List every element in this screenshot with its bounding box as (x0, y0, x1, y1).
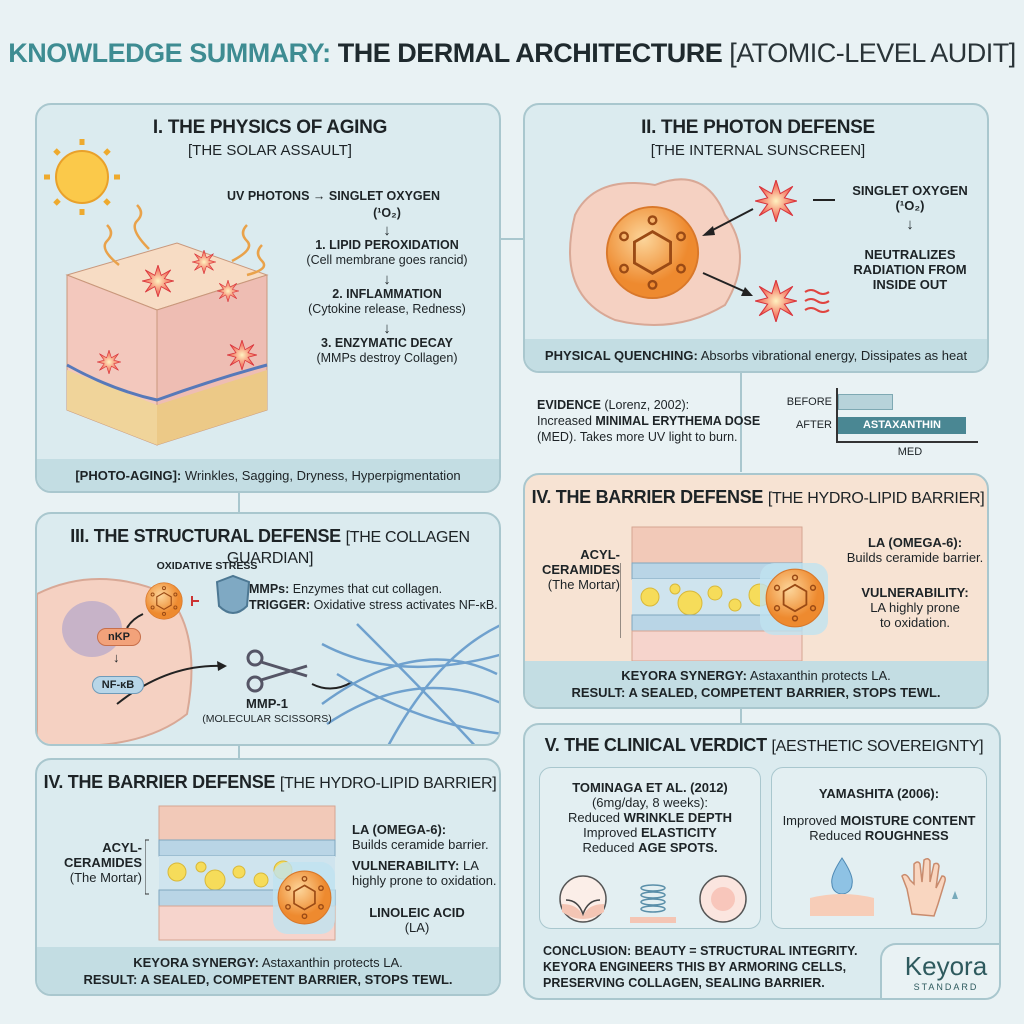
cell-quenching-illustration (569, 178, 835, 326)
section-heading: I. THE PHYSICS OF AGING (152, 117, 388, 138)
connector (500, 238, 523, 240)
evidence-text: EVIDENCE (Lorenz, 2002): Increased MINIM… (537, 398, 761, 444)
water-drop-icon (810, 857, 874, 916)
shield-icon (215, 574, 251, 614)
conclusion-text: CONCLUSION: BEAUTY = STRUCTURAL INTEGRIT… (543, 944, 858, 990)
y-axis (836, 388, 838, 442)
mmps-description: MMPs: Enzymes that cut collagen.TRIGGER:… (249, 582, 498, 612)
vulnerability-label: VULNERABILITY: LA highly prone to oxidat… (352, 858, 497, 888)
connector (238, 492, 240, 512)
elasticity-spring-icon (630, 884, 676, 923)
keyora-logo: Keyora STANDARD (880, 943, 999, 998)
section-photon-defense: II. THE PHOTON DEFENSE [THE INTERNAL SUN… (523, 103, 989, 373)
astaxanthin-molecule-icon (765, 568, 825, 628)
bar-before (838, 394, 894, 410)
bar-label-before: BEFORE (786, 396, 832, 408)
acyl-ceramides-label: ACYL-CERAMIDES(The Mortar) (63, 840, 142, 885)
wrinkle-icon (559, 875, 607, 923)
la-omega-label: LA (OMEGA-6):Builds ceramide barrier. (352, 822, 489, 852)
x-axis (836, 441, 978, 443)
la-omega-label: LA (OMEGA-6):Builds ceramide barrier. (846, 535, 984, 565)
heat-burst-icon (755, 280, 797, 322)
mmp1-label: MMP-1 (246, 696, 288, 711)
scissors-icon (246, 649, 308, 693)
age-spots-icon (699, 875, 747, 923)
x-axis-label: MED (897, 446, 923, 458)
connector (740, 372, 742, 472)
neutralizes-label: NEUTRALIZES RADIATION FROM INSIDE OUT (853, 247, 967, 292)
bar-after: ASTAXANTHIN (838, 417, 966, 434)
section-barrier-defense-right: IV. THE BARRIER DEFENSE [THE HYDRO-LIPID… (523, 473, 989, 709)
oxidative-stress-label: OXIDATIVE STRESS (156, 560, 258, 572)
section-barrier-defense-left: IV. THE BARRIER DEFENSE [THE HYDRO-LIPID… (35, 758, 501, 996)
keyora-synergy-footer: KEYORA SYNERGY: Astaxanthin protects LA.… (37, 947, 499, 994)
page-title: KNOWLEDGE SUMMARY: THE DERMAL ARCHITECTU… (8, 38, 1016, 68)
section-heading: II. THE PHOTON DEFENSE (641, 117, 875, 138)
keyora-synergy-footer: KEYORA SYNERGY: Astaxanthin protects LA.… (525, 661, 987, 707)
section-structural-defense: III. THE STRUCTURAL DEFENSE [THE COLLAGE… (35, 512, 501, 746)
connector (238, 745, 240, 759)
yamashita-study-card: YAMASHITA (2006): Improved MOISTURE CONT… (771, 767, 987, 929)
tominaga-study-card: TOMINAGA ET AL. (2012) (6mg/day, 8 weeks… (539, 767, 761, 929)
skin-cube-illustration (44, 139, 269, 446)
hand-icon (901, 857, 946, 917)
physical-quenching-footer: PHYSICAL QUENCHING: Absorbs vibrational … (525, 339, 987, 371)
astaxanthin-molecule-icon (277, 870, 332, 925)
acyl-ceramides-label: ACYL-CERAMIDES(The Mortar) (541, 547, 620, 592)
connector (740, 708, 742, 724)
med-bar-chart: BEFORE AFTER ASTAXANTHIN MED (780, 386, 990, 462)
singlet-oxygen-symbol: (¹O₂) (373, 206, 401, 220)
section-clinical-verdict: V. THE CLINICAL VERDICT [AESTHETIC SOVER… (523, 723, 1001, 1000)
barrier-layers-illustration (620, 526, 828, 662)
nkp-badge: nKP (97, 628, 141, 646)
section-subheading: [THE SOLAR ASSAULT] (188, 142, 352, 159)
astaxanthin-molecule-icon (605, 205, 700, 300)
linoleic-acid-label: LINOLEIC ACID(LA) (369, 905, 465, 935)
nfkb-badge: NF-κB (92, 676, 144, 694)
photo-aging-footer: [PHOTO-AGING]: Wrinkles, Sagging, Drynes… (37, 459, 499, 491)
barrier-layers-illustration (145, 805, 336, 941)
section-physics-of-aging: I. THE PHYSICS OF AGING [THE SOLAR ASSAU… (35, 103, 501, 493)
astaxanthin-molecule-icon (145, 582, 183, 620)
singlet-oxygen-burst-icon (755, 180, 797, 222)
sun-icon (44, 139, 120, 215)
uv-photons-flow: UV PHOTONS → SINGLET OXYGEN (227, 189, 441, 203)
molecular-scissors-label: (MOLECULAR SCISSORS) (202, 713, 332, 725)
singlet-oxygen-label: SINGLET OXYGEN (¹O₂) (852, 183, 968, 213)
aging-steps: ↓ 1. LIPID PEROXIDATION(Cell membrane go… (306, 222, 468, 365)
section-subheading: [THE INTERNAL SUNSCREEN] (650, 142, 866, 159)
bar-label-after: AFTER (795, 419, 832, 431)
